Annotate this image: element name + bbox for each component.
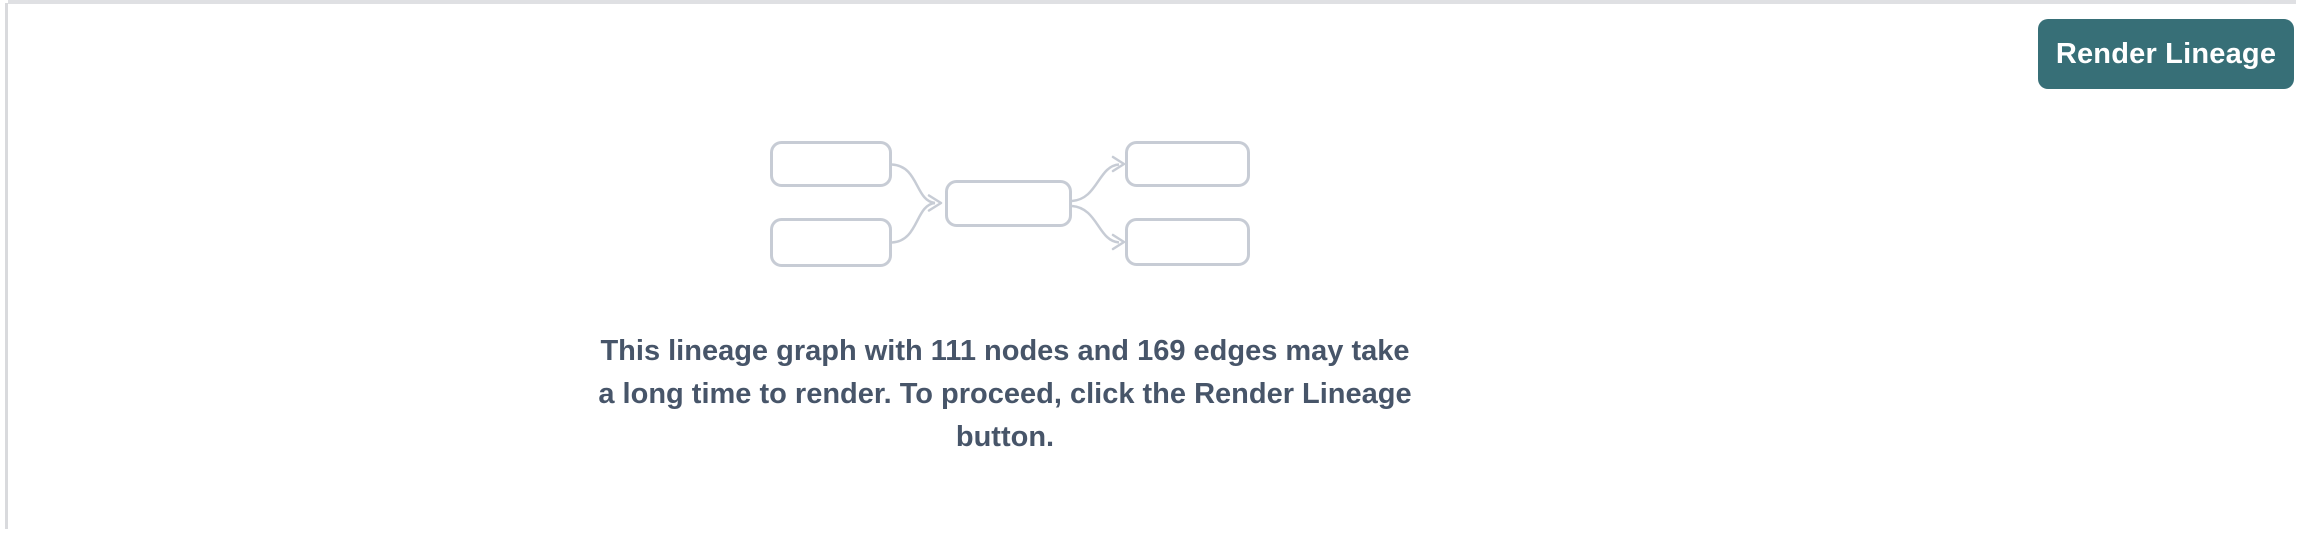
lineage-graph-placeholder-icon [770,141,1250,267]
placeholder-node-bottom-right [1125,218,1250,266]
arrowhead-icon [1111,233,1126,251]
arrowhead-icon [1111,155,1126,173]
placeholder-edge [1071,204,1120,244]
lineage-warning-line: button. [955,421,1055,453]
lineage-warning-message: This lineage graph with 111 nodes and 16… [565,330,1445,459]
lineage-warning-line: a long time to render. To proceed, click… [598,378,1412,410]
left-divider [5,3,8,529]
placeholder-node-bottom-left [770,218,892,267]
arrowhead-icon [927,194,943,212]
placeholder-node-top-left [770,141,892,187]
lineage-warning-line: This lineage graph with 111 nodes and 16… [600,335,1410,367]
placeholder-edge [1071,163,1120,203]
placeholder-edge [891,163,936,205]
placeholder-node-middle [945,180,1072,227]
placeholder-node-top-right [1125,141,1250,187]
render-lineage-button[interactable]: Render Lineage [2038,19,2294,89]
top-divider [8,0,2296,4]
placeholder-edge [891,201,936,244]
